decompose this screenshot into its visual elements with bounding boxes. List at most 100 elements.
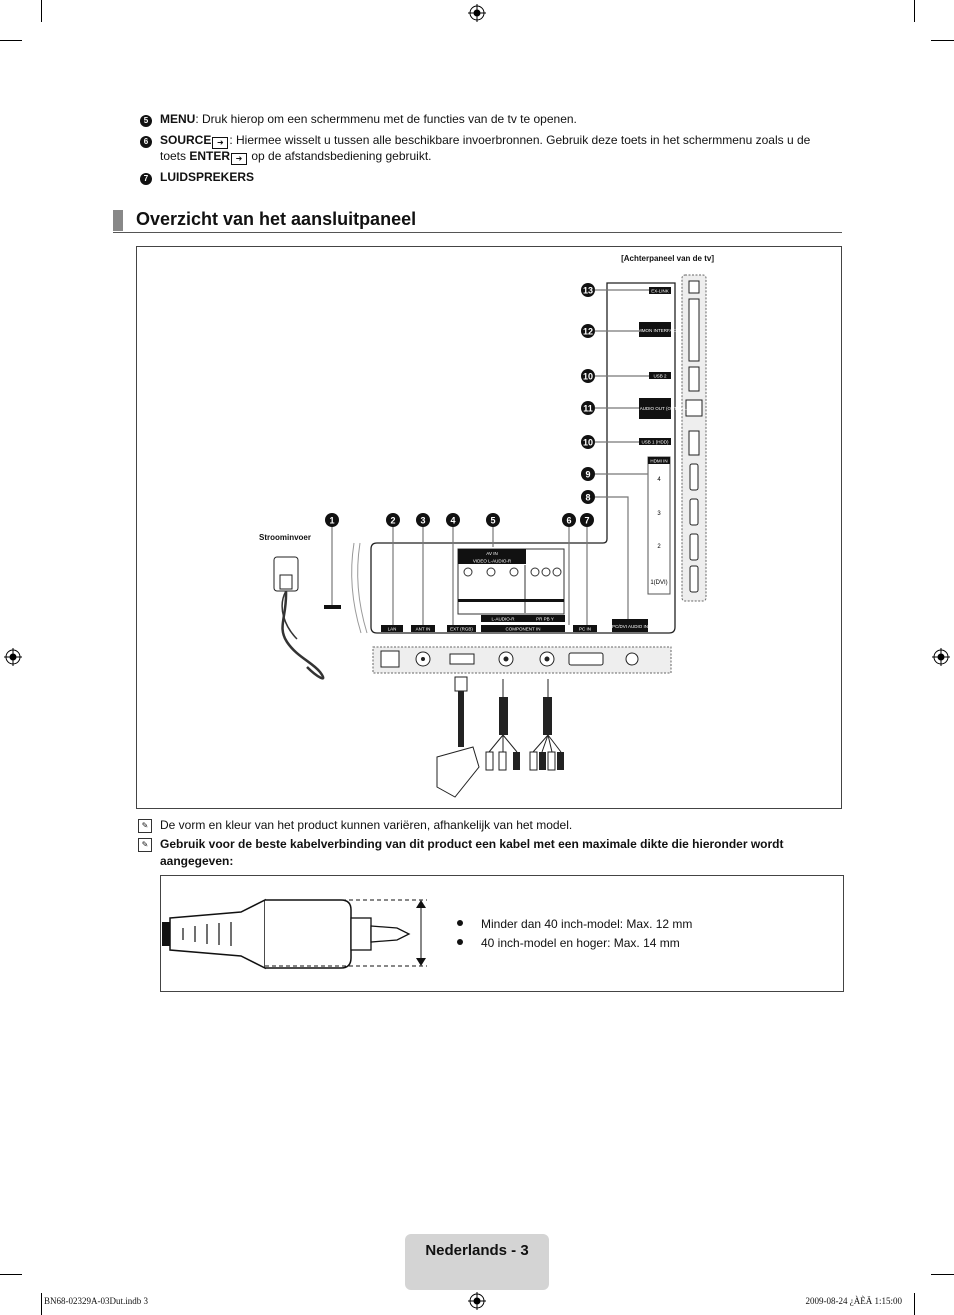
lan-label: LAN xyxy=(388,627,397,632)
scart-port xyxy=(449,653,475,665)
note-icon: ✎ xyxy=(138,838,152,852)
side-callout-lines xyxy=(595,289,649,622)
callout-7: 7 xyxy=(584,516,589,526)
optical-label: DIGITAL AUDIO OUT (OPTICAL) xyxy=(622,406,689,411)
hdmi2-port xyxy=(689,533,699,561)
panel-illustration: [Achterpaneel van de tv] HDMI IN 4 3 2 1… xyxy=(259,254,714,798)
back-panel-label: [Achterpaneel van de tv] xyxy=(621,254,714,263)
note-text: De vorm en kleur van het product kunnen … xyxy=(160,818,573,832)
panel-edge xyxy=(357,542,368,634)
crop-mark xyxy=(931,1274,954,1275)
cable-thickness-illustration xyxy=(162,898,427,970)
pcdvi-label-bg xyxy=(612,619,648,632)
callout-3: 3 xyxy=(420,516,425,526)
callout-6: 6 xyxy=(566,516,571,526)
crop-mark xyxy=(914,1293,915,1315)
page-number: Nederlands - 3 xyxy=(425,1242,529,1259)
side-callouts: 13 12 10 11 10 9 8 xyxy=(581,283,595,504)
section-title: Overzicht van het aansluitpaneel xyxy=(136,209,417,229)
audio-sub-label-bg xyxy=(481,615,565,622)
hdmi3-port xyxy=(689,498,699,526)
ant-label-bg xyxy=(411,625,435,632)
hdmi-in-label-bg xyxy=(648,457,670,464)
callout-11: 11 xyxy=(583,404,593,414)
rca-jacks xyxy=(463,567,562,577)
av-sub-label: VIDEO L-AUDIO-R xyxy=(473,559,512,564)
component-label-bg xyxy=(481,625,565,632)
hdmi-number: 1(DVI) xyxy=(650,580,667,586)
av-sub-label-bg xyxy=(458,557,526,564)
audio-sub-label: L-AUDIO-R xyxy=(491,617,515,622)
hdmi-number: 3 xyxy=(657,511,661,517)
cable-thickness-box: Minder dan 40 inch-model: Max. 12 mm 40 … xyxy=(160,875,844,992)
ext-label: EXT (RGB) xyxy=(450,627,473,632)
callout-2: 2 xyxy=(390,516,395,526)
av-in-label-bg xyxy=(458,549,526,557)
ant-label: ANT IN xyxy=(416,627,431,632)
item-label: LUIDSPREKERS xyxy=(160,170,255,184)
item-text: : Hiermee wisselt u tussen alle beschikb… xyxy=(229,133,811,147)
av-in-label: AV IN xyxy=(486,551,497,556)
exlink-label: EX-LINK xyxy=(651,289,669,294)
connection-panel-diagram: [Achterpaneel van de tv] HDMI IN 4 3 2 1… xyxy=(136,246,842,809)
callout-8: 8 xyxy=(585,493,590,503)
spec-bullet: Minder dan 40 inch-model: Max. 12 mm xyxy=(457,917,692,931)
optical-port xyxy=(685,399,703,417)
scart-cable-adapter xyxy=(454,676,468,692)
callout-10b: 10 xyxy=(583,438,593,448)
callout-1: 1 xyxy=(329,516,334,526)
component-label: COMPONENT IN xyxy=(506,627,541,632)
exlink-port xyxy=(688,280,700,294)
crop-mark xyxy=(914,0,915,22)
audio-in-port xyxy=(625,652,639,666)
item-label: SOURCE xyxy=(160,133,212,147)
registration-mark-icon xyxy=(468,1292,486,1310)
crop-mark xyxy=(0,40,22,41)
hdmi-number: 2 xyxy=(657,544,661,550)
enter-icon: ➜ xyxy=(231,153,248,165)
item-label: MENU xyxy=(160,112,196,126)
callout-4: 4 xyxy=(450,516,455,526)
vga-port xyxy=(568,652,604,666)
note-icon: ✎ xyxy=(138,819,152,833)
registration-mark-icon xyxy=(468,4,486,22)
hdmi1-port xyxy=(689,565,699,593)
registration-mark-icon xyxy=(932,648,950,666)
pcin-label: PC IN xyxy=(579,627,591,632)
spec-bullet-text: Minder dan 40 inch-model: Max. 12 mm xyxy=(481,917,693,931)
scart-plug xyxy=(436,746,480,798)
bottom-callout-lines xyxy=(331,527,588,625)
component-sub-label: PR PB Y xyxy=(536,617,554,622)
item-text: : Druk hierop om een schermmenu met de f… xyxy=(195,112,577,126)
crop-mark xyxy=(41,0,42,22)
note-text: Gebruik voor de beste kabelverbinding va… xyxy=(160,837,784,868)
section-header: Overzicht van het aansluitpaneel xyxy=(113,208,842,233)
slug-right: 2009-08-24 ¿ÀÈÄ 1:15:00 xyxy=(805,1296,903,1306)
power-cord xyxy=(281,590,325,680)
bottom-callouts: 1 2 3 4 5 6 7 xyxy=(325,513,594,527)
common-interface-slot xyxy=(688,298,700,362)
item-text-line2: toets xyxy=(160,149,190,163)
av-rule xyxy=(458,599,564,602)
item-label: ENTER xyxy=(189,149,231,163)
spec-bullet: 40 inch-model en hoger: Max. 14 mm xyxy=(457,936,680,950)
hdmi4-port xyxy=(689,463,699,491)
callout-10: 10 xyxy=(583,372,593,382)
source-icon: ➜ xyxy=(212,137,229,149)
spec-bullet-text: 40 inch-model en hoger: Max. 14 mm xyxy=(481,936,680,950)
callout-9: 9 xyxy=(585,470,590,480)
section-bar xyxy=(113,210,123,231)
power-connector-mark xyxy=(324,605,341,609)
optical-label-bg xyxy=(639,398,671,419)
slug-left: BN68-02329A-03Dut.indb 3 xyxy=(44,1296,148,1306)
callout-13: 13 xyxy=(583,286,593,296)
panel-outline xyxy=(370,282,676,634)
ext-label-bg xyxy=(447,625,476,632)
pcdvi-label: PC/DVI AUDIO IN xyxy=(612,624,648,629)
usb1-label: USB 1 (HDD) xyxy=(641,440,669,445)
pcin-label-bg xyxy=(573,625,597,632)
usb2-port xyxy=(688,366,700,392)
crop-mark xyxy=(931,40,954,41)
